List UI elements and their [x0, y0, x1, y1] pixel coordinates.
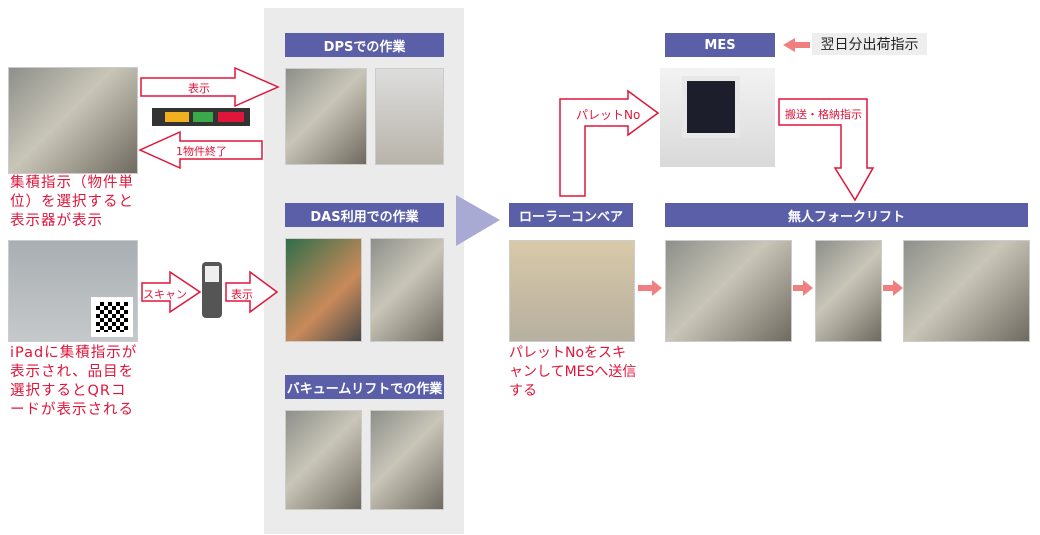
qr-code-icon — [91, 297, 133, 337]
das-photo-1 — [285, 238, 362, 342]
big-flow-arrow — [456, 195, 500, 246]
monitor-icon — [682, 76, 740, 138]
forklift-photo-2 — [815, 240, 882, 342]
forklift-title: 無人フォークリフト — [665, 203, 1028, 227]
terminal-photo — [8, 67, 138, 174]
done-arrow — [138, 130, 263, 170]
show2-label: 表示 — [231, 288, 253, 301]
mes-title: MES — [665, 33, 775, 57]
ipad-photo — [8, 240, 138, 342]
das-title: DAS利用での作業 — [285, 203, 444, 227]
dps-photo-2 — [375, 68, 444, 165]
scan-arrow — [141, 270, 202, 314]
transport-label: 搬送・格納指示 — [785, 108, 862, 121]
instruction-arrow — [783, 38, 810, 52]
transport-arrow — [778, 98, 875, 202]
forklift-arrows — [638, 280, 903, 296]
scanner-icon — [202, 262, 222, 318]
next-day-instruction: 翌日分出荷指示 — [812, 33, 927, 55]
caption-conveyor: パレットNoをスキャンしてMESへ送信する — [509, 345, 637, 399]
conveyor-title: ローラーコンベア — [509, 203, 633, 227]
caption-ipad: iPadに集積指示が表示され、品目を選択するとQRコードが表示される — [10, 345, 138, 418]
vacuum-title: バキュームリフトでの作業 — [285, 375, 444, 399]
conveyor-photo — [509, 240, 635, 342]
led-display-icon — [152, 108, 250, 126]
show-label: 表示 — [188, 82, 210, 95]
vacuum-photo-2 — [370, 410, 444, 510]
forklift-photo-3 — [903, 240, 1030, 342]
show-arrow — [140, 66, 280, 108]
done-label: 1物件終了 — [176, 145, 227, 158]
pallet-arrow — [559, 89, 660, 197]
dps-title: DPSでの作業 — [285, 33, 444, 57]
forklift-photo-1 — [665, 240, 792, 342]
pallet-label: パレットNo — [576, 108, 641, 122]
vacuum-photo-1 — [285, 410, 362, 510]
caption-terminal: 集積指示（物件単位）を選択すると表示器が表示 — [10, 175, 134, 229]
pc-photo — [660, 68, 775, 167]
show2-arrow — [225, 270, 279, 314]
dps-photo-1 — [285, 68, 367, 165]
scan-label: スキャン — [143, 288, 187, 301]
das-photo-2 — [370, 238, 444, 342]
